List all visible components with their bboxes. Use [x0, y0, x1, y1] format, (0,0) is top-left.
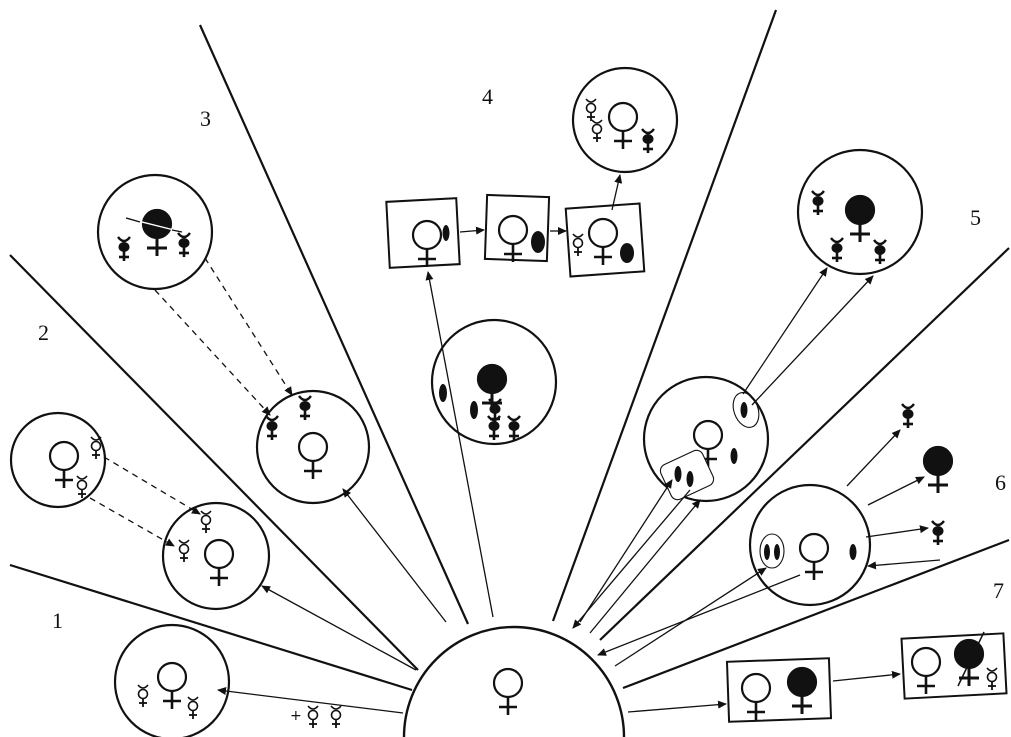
- sector-5-top-cell: [796, 148, 924, 276]
- divider-line: [551, 9, 778, 622]
- divider-line: [599, 247, 1010, 641]
- sector-labels: 1 2 3 4 5 6 7: [38, 84, 1006, 633]
- sector-label-5: 5: [970, 205, 981, 230]
- arrow-center-to-sector-2: [261, 585, 417, 671]
- arrow-center-to-sector-3: [342, 488, 447, 623]
- sector-4-arrows: [425, 174, 623, 618]
- sector-label-1: 1: [52, 608, 63, 633]
- sector-4-box-1: [385, 197, 461, 269]
- sector-5-mid-cell: [642, 375, 770, 503]
- sector-label-3: 3: [200, 106, 211, 131]
- central-cell-outline: [402, 625, 626, 737]
- sector-3-dashed-arrows: [154, 257, 293, 416]
- sector-7-arrows: [627, 670, 901, 713]
- sector-7-box-2: [900, 631, 1008, 700]
- divider-line: [198, 24, 470, 625]
- arrow-center-to-sector-1: [217, 687, 404, 714]
- sector-label-7: 7: [993, 578, 1004, 603]
- divider-line: [9, 563, 413, 692]
- sector-1-gametes: +: [290, 705, 342, 729]
- divider-line: [9, 254, 419, 671]
- sector-2-upper-cell: [9, 411, 107, 509]
- central-cell: [402, 625, 626, 737]
- sector-4-box-3: [564, 202, 646, 278]
- sector-6-arrows: [597, 429, 941, 667]
- sector-2-dashed-arrows: [89, 456, 201, 547]
- sector-label-4: 4: [482, 84, 493, 109]
- svg-text:+: +: [290, 708, 302, 724]
- sector-label-2: 2: [38, 320, 49, 345]
- sector-4-top-cell: [571, 66, 679, 174]
- sector-4-box-2: [483, 193, 551, 264]
- sector-divider-lines: [9, 9, 1010, 692]
- sector-6-cell: [748, 483, 872, 607]
- sector-1-cell: [113, 623, 231, 737]
- sector-2-lower-cell: [161, 501, 271, 611]
- sector-4-mid-cell: [430, 318, 558, 446]
- sector-6-products: [900, 402, 954, 547]
- sector-3-lower-cell: [255, 389, 371, 505]
- sector-3-upper-cell: [96, 173, 214, 291]
- central-female-symbol: [492, 667, 524, 717]
- divider-line: [622, 538, 1010, 690]
- sector-7-box-1: [725, 657, 833, 723]
- sector-5-arrows: [572, 267, 874, 634]
- sector-label-6: 6: [995, 470, 1006, 495]
